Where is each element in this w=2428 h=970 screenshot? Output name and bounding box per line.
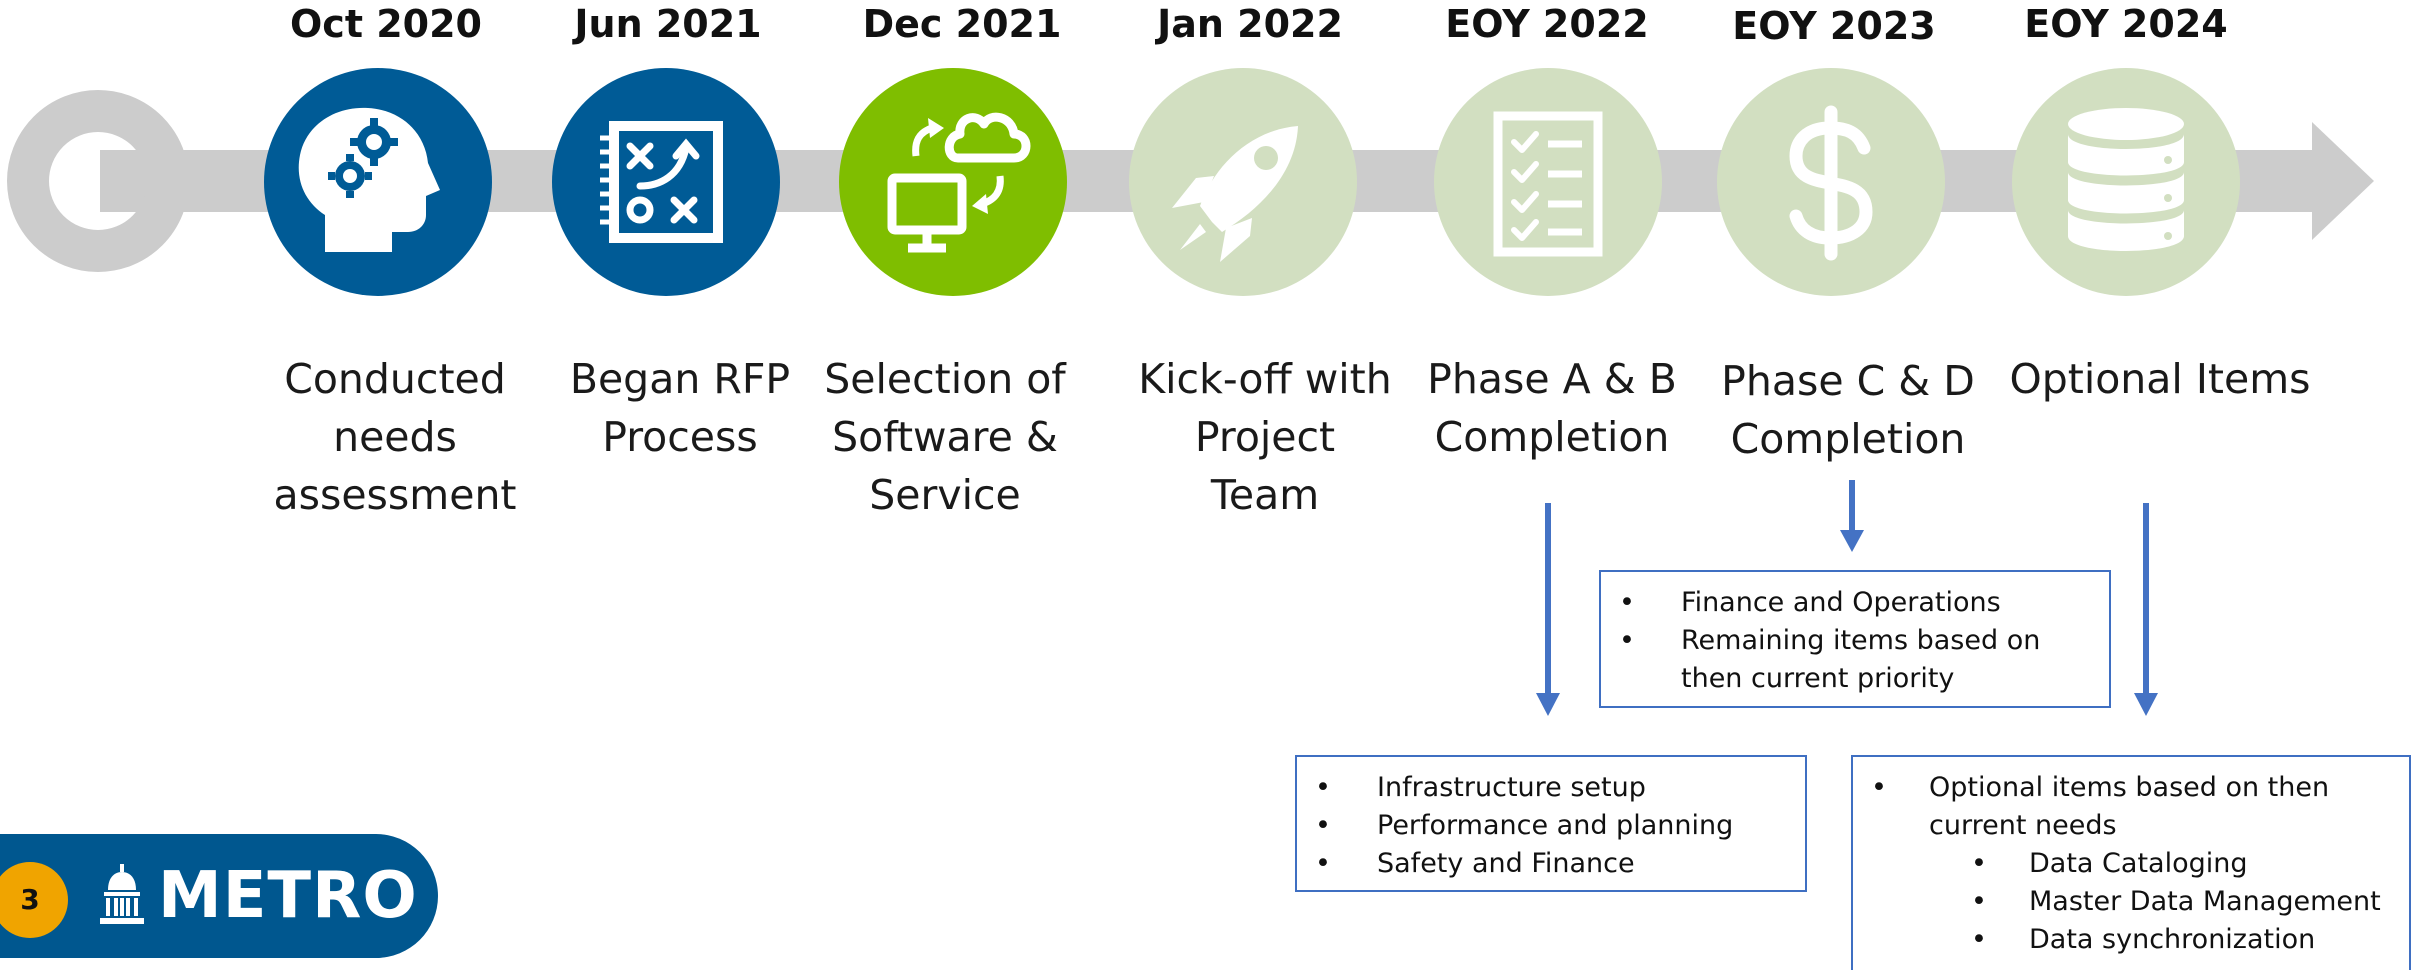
milestone-circle-7 bbox=[2012, 68, 2240, 296]
milestone-date-6: EOY 2023 bbox=[1732, 4, 1936, 48]
milestone-label-2-line: Process bbox=[602, 413, 758, 461]
milestone-date-5: EOY 2022 bbox=[1445, 2, 1649, 46]
milestone-label-1-line: Conducted bbox=[284, 355, 506, 403]
phase-cd-item: Finance and Operations bbox=[1601, 584, 2109, 622]
milestone-date-4: Jan 2022 bbox=[1157, 2, 1343, 46]
milestone-label-4: Kick-off with Project Team bbox=[1130, 350, 1400, 524]
milestone-label-6: Phase C & D Completion bbox=[1713, 352, 1983, 468]
optional-sub-item: Data synchronization bbox=[1853, 921, 2409, 959]
brand-wordmark: METRO bbox=[158, 859, 418, 933]
down-arrow-phase-ab bbox=[1536, 503, 1560, 716]
timeline-start-ring bbox=[7, 90, 189, 272]
optional-details-box: Optional items based on then current nee… bbox=[1851, 755, 2411, 970]
head-gears-icon bbox=[298, 107, 440, 252]
cloud-sync-computer-icon bbox=[887, 112, 1031, 253]
milestone-label-5-line: Completion bbox=[1434, 413, 1670, 461]
milestone-date-3: Dec 2021 bbox=[862, 2, 1062, 46]
phase-ab-item: Infrastructure setup bbox=[1297, 769, 1805, 807]
milestone-label-2: Began RFP Process bbox=[545, 350, 815, 466]
milestone-date-2: Jun 2021 bbox=[574, 2, 762, 46]
checklist-icon bbox=[1493, 111, 1603, 257]
phase-cd-item: Remaining items based on then current pr… bbox=[1601, 622, 2109, 698]
milestone-label-5: Phase A & B Completion bbox=[1417, 350, 1687, 466]
optional-sub-item: Master Data Management bbox=[1853, 883, 2409, 921]
milestone-label-1: Conducted needs assessment bbox=[260, 350, 530, 524]
milestone-label-6-line: Phase C & D bbox=[1721, 357, 1975, 405]
database-icon bbox=[2068, 108, 2184, 251]
milestone-label-7: Optional Items bbox=[2000, 350, 2320, 408]
optional-intro-item: Optional items based on then current nee… bbox=[1853, 769, 2409, 845]
milestone-label-3-line: Software & bbox=[832, 413, 1058, 461]
milestone-label-6-line: Completion bbox=[1730, 415, 1966, 463]
milestone-date-7: EOY 2024 bbox=[2024, 2, 2228, 46]
phase-ab-item: Safety and Finance bbox=[1297, 845, 1805, 883]
milestone-date-1: Oct 2020 bbox=[290, 2, 482, 46]
phase-cd-details-box: Finance and Operations Remaining items b… bbox=[1599, 570, 2111, 708]
down-arrow-phase-cd bbox=[1840, 480, 1864, 552]
optional-sub-item: Data Cataloging bbox=[1853, 845, 2409, 883]
capitol-dome-icon bbox=[100, 864, 144, 924]
page-number-badge: 3 bbox=[0, 862, 68, 938]
dollar-icon bbox=[1789, 105, 1873, 261]
milestone-label-1-line: assessment bbox=[273, 471, 517, 519]
milestone-label-3-line: Selection of bbox=[824, 355, 1066, 403]
phase-ab-details-box: Infrastructure setup Performance and pla… bbox=[1295, 755, 1807, 892]
milestone-label-4-line: Team bbox=[1210, 471, 1320, 519]
down-arrow-optional bbox=[2134, 503, 2158, 716]
milestone-label-4-line: Kick-off with bbox=[1138, 355, 1392, 403]
milestone-label-2-line: Began RFP bbox=[569, 355, 791, 403]
timeline-arrow-head bbox=[2312, 122, 2374, 240]
milestone-label-1-line: needs bbox=[333, 413, 457, 461]
milestone-label-3: Selection of Software & Service bbox=[810, 350, 1080, 524]
strategy-plan-icon bbox=[600, 121, 723, 243]
milestone-label-7-line: Optional Items bbox=[2009, 355, 2311, 403]
milestone-label-3-line: Service bbox=[869, 471, 1021, 519]
phase-ab-item: Performance and planning bbox=[1297, 807, 1805, 845]
milestone-circle-5 bbox=[1434, 68, 1662, 296]
rocket-icon bbox=[1172, 126, 1298, 262]
milestone-label-5-line: Phase A & B bbox=[1427, 355, 1677, 403]
brand-banner: 3 METRO bbox=[0, 834, 438, 958]
milestone-label-4-line: Project bbox=[1194, 413, 1336, 461]
